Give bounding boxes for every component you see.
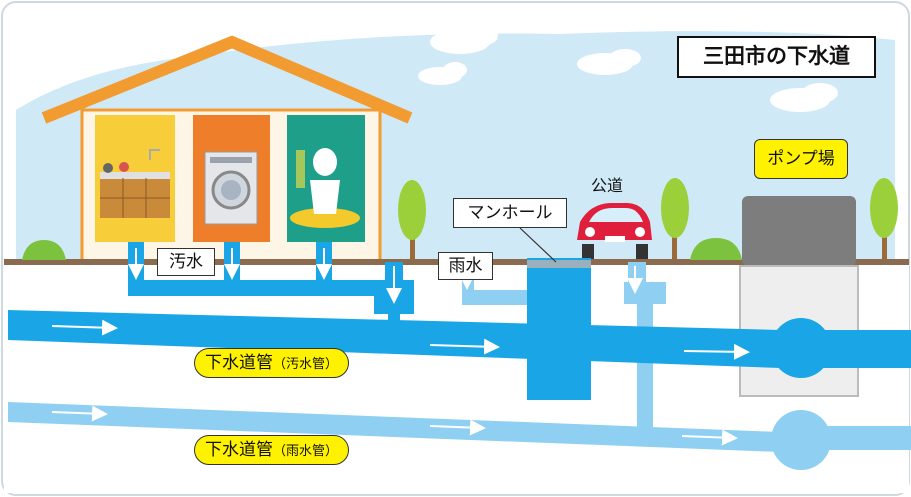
diagram-title: 三田市の下水道: [677, 36, 876, 78]
flow-arrow: [429, 338, 500, 355]
bushes: [22, 238, 742, 260]
sewage-pipe: [8, 242, 911, 400]
flow-arrow: [683, 343, 750, 360]
sewage-pipe-label: 下水道管（汚水管）: [194, 348, 350, 378]
manhole-leader: [519, 227, 557, 263]
rain-pipe: [8, 262, 911, 470]
trees: [398, 178, 898, 260]
flow-arrow: [51, 405, 108, 422]
flow-arrow: [51, 319, 118, 336]
sewage-pipe-label-main: 下水道管: [205, 353, 273, 373]
manhole-label: マンホール: [453, 198, 567, 228]
pump-station-label: ポンプ場: [754, 139, 848, 179]
laundry-room: [193, 115, 270, 242]
clouds: [418, 26, 838, 112]
kitchen-room: [95, 115, 175, 242]
flow-arrow: [681, 429, 738, 446]
sewage-label: 汚水: [157, 248, 215, 276]
public-road-label: 公道: [591, 176, 624, 195]
rain-pipe-label-sub: （雨水管）: [273, 444, 339, 459]
toilet-room: [287, 115, 365, 242]
sewage-pipe-label-sub: （汚水管）: [273, 357, 339, 372]
rain-pipe-label-main: 下水道管: [205, 440, 273, 460]
rainwater-label: 雨水: [438, 252, 493, 280]
flow-arrow: [429, 419, 486, 436]
car: [577, 203, 652, 259]
rain-pipe-label: 下水道管（雨水管）: [194, 435, 350, 465]
